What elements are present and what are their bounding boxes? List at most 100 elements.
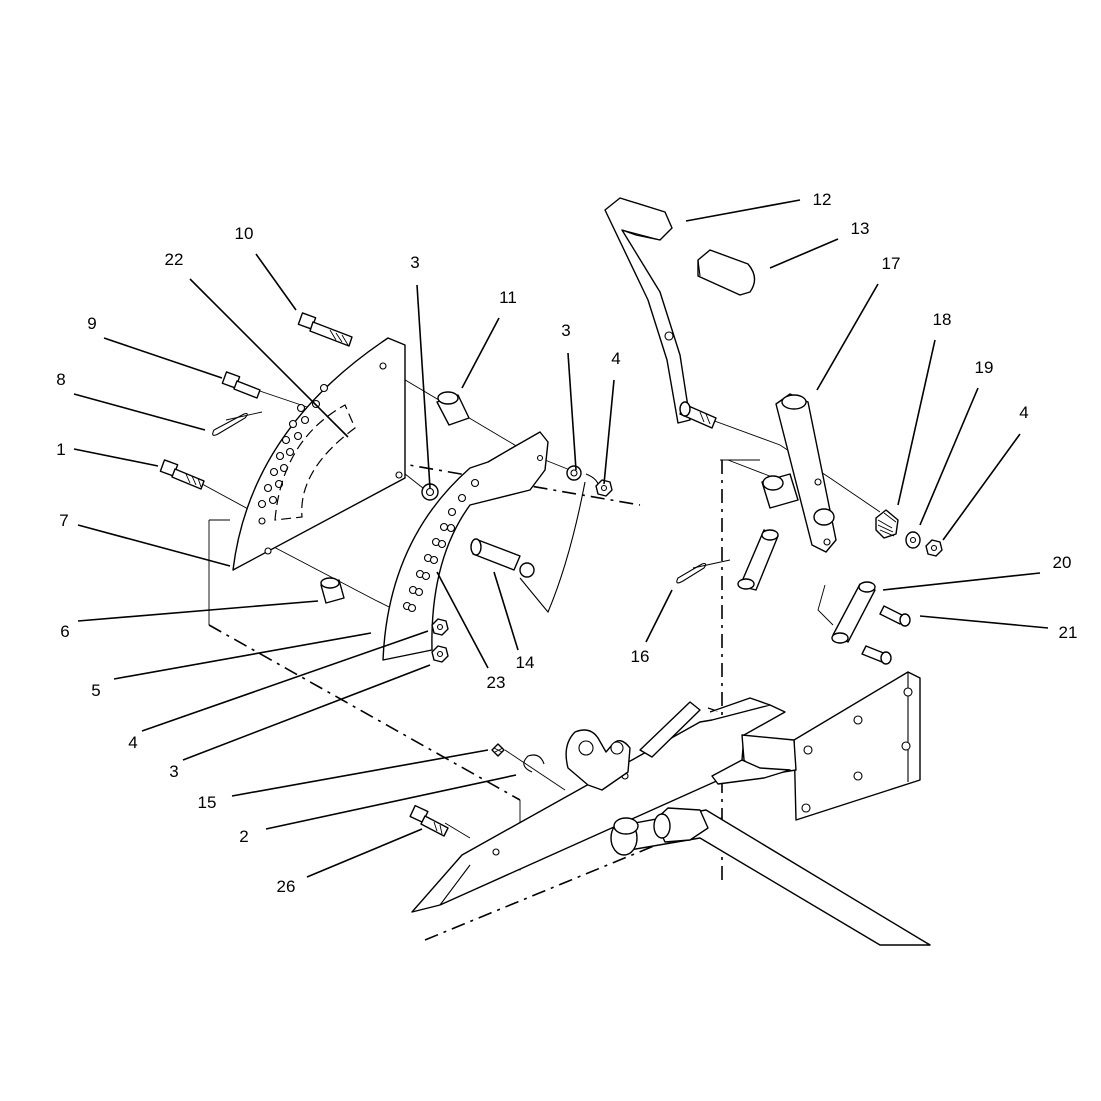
leader-line-c-15: [231, 749, 489, 797]
callout-label-c-19: 19: [975, 358, 994, 377]
assembly-line-link-20: [817, 584, 834, 626]
callout-label-c-8: 8: [56, 370, 65, 389]
dashed-insert-22: [274, 404, 356, 521]
leader-line-c-13: [769, 238, 839, 269]
centerline-left-plate: [208, 624, 521, 801]
mounting-plate: [793, 671, 921, 821]
assembly-lines: [179, 325, 881, 871]
callout-label-c-6: 6: [60, 622, 69, 641]
callout-label-c-16: 16: [631, 647, 650, 666]
spacer-11: [436, 391, 470, 426]
leader-line-c-4a: [603, 379, 615, 485]
link-arm-17: [761, 393, 837, 553]
spacer-6: [320, 577, 345, 604]
quadrant-plate-left: [232, 337, 406, 571]
leader-line-c-4b: [141, 630, 429, 732]
washer-19: [905, 531, 921, 549]
leader-line-c-19: [919, 387, 979, 526]
callout-label-c-4r: 4: [1019, 403, 1028, 422]
frame-assembly: [411, 671, 931, 946]
nut-4-lower: [431, 618, 449, 636]
callout-label-c-2: 2: [239, 827, 248, 846]
bolt-26: [409, 804, 449, 837]
callout-label-c-13: 13: [851, 219, 870, 238]
callout-label-c-3b: 3: [561, 321, 570, 340]
leader-line-c-16: [645, 589, 673, 643]
leader-line-c-14: [493, 571, 519, 651]
assembly-line-pin-8: [225, 411, 263, 421]
leader-line-c-11: [461, 317, 500, 389]
callout-label-c-23: 23: [487, 673, 506, 692]
leader-line-c-10: [255, 253, 297, 311]
leader-line-c-22: [189, 278, 349, 438]
leader-line-c-9: [103, 337, 223, 379]
callout-label-c-3c: 3: [169, 762, 178, 781]
bolt-9: [221, 371, 261, 399]
callout-label-c-17: 17: [882, 254, 901, 273]
clip-15: [491, 743, 505, 757]
spring-wire: [519, 481, 586, 614]
nut-3-upper: [421, 483, 439, 501]
leader-line-c-6: [77, 600, 319, 622]
strap-20: [831, 581, 876, 644]
leader-line-c-20: [882, 572, 1041, 591]
clevis-pin-14: [470, 538, 535, 578]
cotter-pin-16: [676, 562, 707, 584]
pedal-arm: [604, 197, 691, 424]
leader-line-c-3c: [182, 664, 431, 761]
leader-line-c-2: [265, 774, 517, 830]
assembly-line-clip-15: [504, 749, 566, 791]
nut-4-pedal: [925, 539, 943, 557]
callout-label-c-21: 21: [1059, 623, 1078, 642]
pins-21: [861, 605, 911, 665]
leader-line-c-7: [77, 524, 231, 567]
leader-line-c-17: [816, 283, 879, 391]
leader-line-c-3b: [567, 352, 577, 471]
callout-label-c-4a: 4: [611, 349, 620, 368]
leader-line-c-12a: [685, 199, 801, 222]
leader-line-c-18: [897, 339, 936, 506]
hardware: [159, 312, 613, 663]
link-16: [676, 529, 779, 591]
nut-3-lower: [431, 645, 449, 663]
callout-label-c-22: 22: [165, 250, 184, 269]
plate-outline: [232, 337, 406, 571]
nut-4-right: [585, 473, 613, 497]
spring-18: [875, 509, 899, 539]
callout-label-c-9: 9: [87, 314, 96, 333]
callout-label-c-5: 5: [91, 681, 100, 700]
brake-pedal-12: [604, 197, 717, 429]
leader-line-c-8: [73, 393, 206, 431]
callout-label-c-14: 14: [516, 653, 535, 672]
leader-line-c-5: [113, 632, 372, 680]
callout-label-c-1: 1: [56, 440, 65, 459]
assembly-line-bolt-26: [444, 822, 471, 839]
assembly-line-cotter-16: [692, 559, 731, 569]
bolt-10: [297, 312, 353, 347]
callout-label-c-18: 18: [933, 310, 952, 329]
callout-label-c-7: 7: [59, 511, 68, 530]
callout-label-c-4b: 4: [128, 733, 137, 752]
callout-label-c-12a: 12: [813, 190, 832, 209]
leader-line-c-1: [73, 448, 159, 467]
bolt-1: [159, 459, 205, 490]
callout-label-c-26: 26: [277, 877, 296, 896]
pedal-pad-13: [697, 249, 756, 296]
callout-label-c-10: 10: [235, 224, 254, 243]
leader-line-c-21: [919, 615, 1049, 629]
center-plate-outline: [382, 431, 549, 661]
main-arm: [411, 704, 786, 913]
leader-line-c-3a: [416, 284, 431, 489]
callout-label-c-11: 11: [499, 288, 517, 307]
leader-line-c-26: [306, 828, 423, 878]
nut-3-right: [566, 465, 582, 481]
center-plate-holes: [402, 454, 544, 613]
leader-line-c-4r: [942, 433, 1021, 541]
cotter-pin-8: [212, 412, 248, 436]
clevis-forks: [565, 729, 631, 791]
quadrant-plate-center: [382, 431, 586, 661]
leader-line-c-23: [436, 571, 489, 669]
callout-label-c-15: 15: [198, 793, 217, 812]
centerline-pivot-upper: [304, 446, 641, 506]
